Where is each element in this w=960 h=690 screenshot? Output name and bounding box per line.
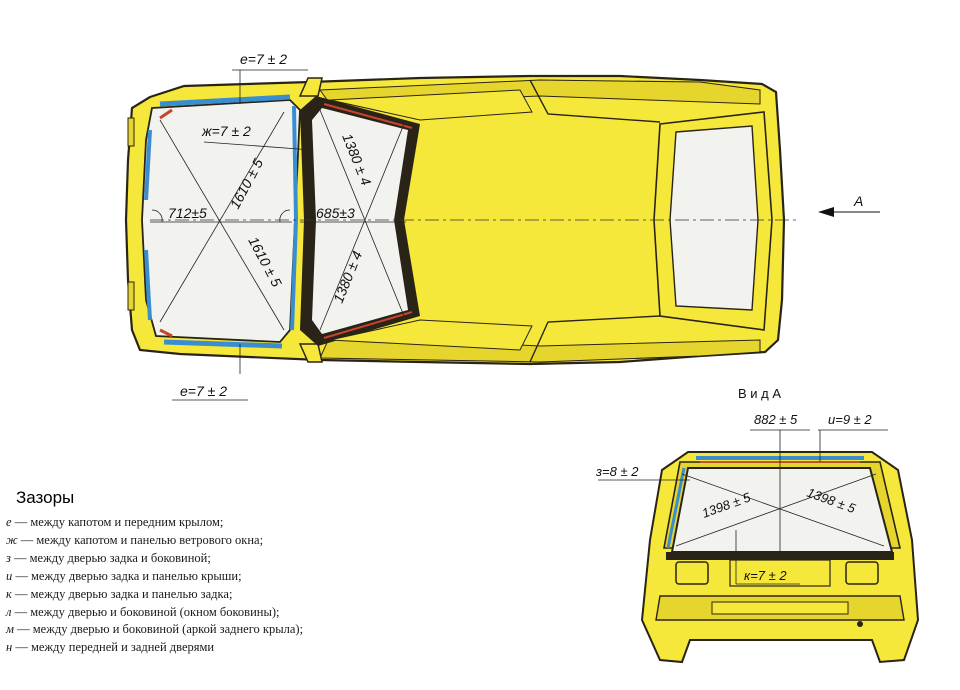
hood-gap-blue-bottom xyxy=(163,339,283,349)
legend-letter: ж xyxy=(6,532,18,547)
tow-hook xyxy=(857,621,863,627)
label-windshield-width: 685±3 xyxy=(316,205,355,221)
mirror-top xyxy=(298,77,323,97)
legend-text: — между дверью задка и панелью крыши; xyxy=(12,568,242,583)
legend-item-n: н — между передней и задней дверями xyxy=(6,639,426,657)
label-rear-width: 882 ± 5 xyxy=(754,412,798,427)
rear-diag-line-2 xyxy=(675,473,877,547)
label-hood-width: 712±5 xyxy=(168,205,207,221)
hood-gap-blue-top xyxy=(159,94,291,107)
rear-diag-line-1 xyxy=(681,473,885,547)
legend-item-e: е — между капотом и передним крылом; xyxy=(6,514,426,532)
legend-item-z: з — между дверью задка и боковиной; xyxy=(6,550,426,568)
bumper-insert xyxy=(711,601,849,615)
angle-arc-front xyxy=(151,209,163,223)
window-bottom xyxy=(329,319,533,351)
legend-text: — между передней и задней дверями xyxy=(12,640,215,655)
legend-text: — между дверью задка и панелью задка; xyxy=(11,586,233,601)
label-gap-e-top: е=7 ± 2 xyxy=(240,51,287,67)
legend-letter: е xyxy=(6,515,12,529)
window-top xyxy=(329,89,533,121)
car-top-view xyxy=(124,74,800,366)
label-gap-e-bottom: е=7 ± 2 xyxy=(180,383,227,399)
view-arrow-head xyxy=(818,207,834,217)
legend-text: — между дверью задка и боковиной; xyxy=(10,550,211,565)
legend-item-m: м — между дверью и боковиной (аркой задн… xyxy=(6,621,426,639)
legend-letter: л xyxy=(6,604,12,619)
plate-area xyxy=(729,559,831,587)
mirror-bottom xyxy=(298,343,323,363)
legend-list: е — между капотом и передним крылом; ж —… xyxy=(6,514,426,657)
door-line-bottom xyxy=(529,315,661,363)
windshield-dimensions xyxy=(300,109,406,331)
legend-item-k: к — между дверью задка и панелью задка; xyxy=(6,586,426,604)
label-view-arrow: А xyxy=(853,193,863,209)
rear-light-left xyxy=(675,561,709,585)
legend-letter: м xyxy=(6,622,14,637)
legend-item-i: и — между дверью задка и панелью крыши; xyxy=(6,568,426,586)
legend-item-zh: ж — между капотом и панелью ветрового ок… xyxy=(6,532,426,550)
legend-title: Зазоры xyxy=(16,488,75,507)
legend-text: — между дверью и боковиной (аркой заднег… xyxy=(13,622,304,637)
windshield-red-edge xyxy=(323,103,413,339)
gaps-legend: Зазоры е — между капотом и передним крыл… xyxy=(6,488,426,657)
legend-text: — между капотом и передним крылом; xyxy=(11,515,224,529)
rear-window-glass xyxy=(669,125,759,311)
hood-gap-blue-front-top xyxy=(144,129,152,201)
windshield-glass xyxy=(312,108,408,334)
hood-diag-line-1 xyxy=(159,119,285,331)
legend-item-l: л — между дверью и боковиной (окном боко… xyxy=(6,604,426,622)
legend-letter: и xyxy=(6,568,13,583)
windshield-diag-line-1 xyxy=(319,109,405,317)
hood-gap-blue-front-bottom xyxy=(144,249,152,321)
legend-letter: н xyxy=(6,640,13,655)
door-line-top xyxy=(529,79,661,123)
rear-light-right xyxy=(845,561,879,585)
gap-zh-leader xyxy=(203,141,313,151)
hood-gap-red-corner xyxy=(159,108,173,338)
hood-diag-line-2 xyxy=(159,111,285,323)
hood-dimensions xyxy=(150,69,313,401)
label-gap-z: з=8 ± 2 xyxy=(595,464,639,479)
rear-gap-blue-left xyxy=(666,467,686,549)
windshield-diag-line-2 xyxy=(319,123,405,331)
legend-letter: к xyxy=(6,586,12,601)
label-gap-zh: ж=7 ± 2 xyxy=(201,123,251,139)
legend-text: — между капотом и панелью ветрового окна… xyxy=(17,532,264,547)
headlight-bottom xyxy=(127,281,135,311)
hood xyxy=(141,99,301,343)
legend-text: — между дверью и боковиной (окном бокови… xyxy=(11,604,280,619)
view-a-arrow xyxy=(818,207,880,217)
legend-letter: з xyxy=(6,550,11,565)
label-view-title: В и д А xyxy=(738,386,781,401)
label-gap-k: к=7 ± 2 xyxy=(744,568,787,583)
car-rear-view xyxy=(598,429,920,664)
headlight-top xyxy=(127,117,135,147)
label-gap-i: и=9 ± 2 xyxy=(828,412,872,427)
angle-arc-rear xyxy=(279,209,291,223)
